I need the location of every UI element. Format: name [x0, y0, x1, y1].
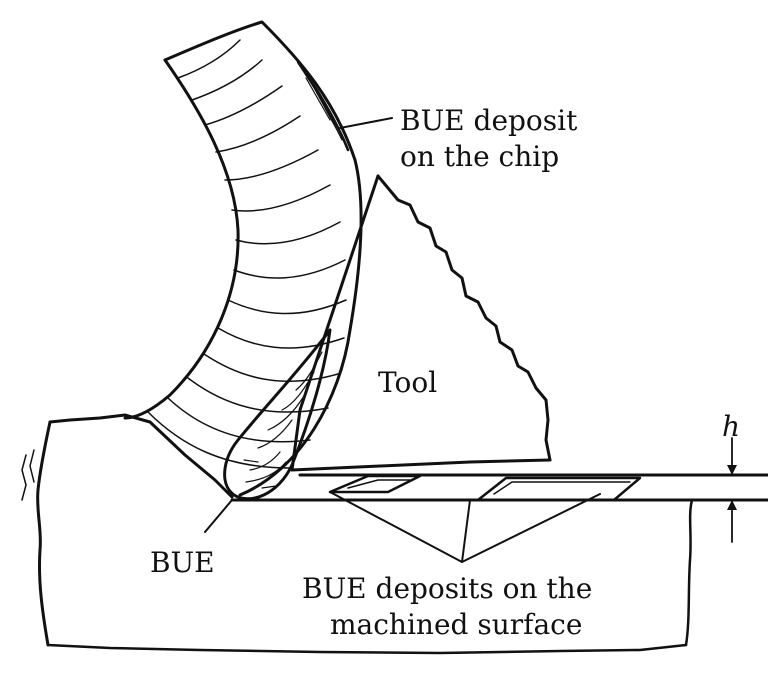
surface-deposit-1-inner	[347, 479, 411, 489]
label-bue-chip-line1: BUE deposit	[400, 104, 578, 137]
break-mark	[21, 454, 27, 501]
bue-at-tip	[223, 328, 332, 501]
label-depth-h: h	[722, 410, 740, 443]
depth-dimension	[727, 437, 737, 543]
bue-deposit-on-chip	[296, 60, 350, 152]
chip-shear-bands	[147, 39, 347, 469]
workpiece-right-edge	[684, 498, 694, 647]
workpiece-left-edge	[36, 420, 52, 647]
bue-chip-sliver	[296, 60, 350, 152]
dim-lower-arrow	[727, 500, 737, 510]
tool-flank-face	[290, 458, 552, 472]
leader-surface-deposit	[329, 491, 471, 563]
leader-bue-tip	[204, 499, 233, 533]
workpiece-top-left-edge	[48, 413, 234, 499]
surface-deposit-2-inner	[493, 481, 631, 495]
chip-inner-edge	[123, 58, 240, 420]
break-mark	[29, 449, 35, 483]
surface-deposit-2	[476, 476, 642, 502]
bue-teardrop	[223, 328, 332, 501]
leader-bue-chip	[339, 117, 393, 129]
label-surface-line2: machined surface	[330, 608, 582, 641]
tool-rough-back-edge	[376, 174, 552, 462]
label-bue-chip-line2: on the chip	[400, 140, 559, 173]
workpiece-bottom-edge	[46, 643, 688, 655]
tool-rake-face	[290, 174, 380, 472]
bue-chip-hatch	[305, 77, 343, 141]
leaders	[204, 117, 601, 563]
label-bue: BUE	[150, 546, 215, 579]
label-surface-line1: BUE deposits on the	[302, 572, 592, 605]
leader-surface-deposit-2	[461, 493, 601, 563]
chip	[123, 20, 363, 497]
bue-texture	[243, 351, 323, 489]
tool	[290, 174, 552, 472]
bue-deposits-surface	[328, 474, 642, 502]
dim-upper-arrow	[727, 465, 737, 475]
label-tool: Tool	[378, 366, 437, 399]
surface-deposit-1	[328, 474, 422, 494]
chip-outer-edge	[163, 20, 363, 497]
